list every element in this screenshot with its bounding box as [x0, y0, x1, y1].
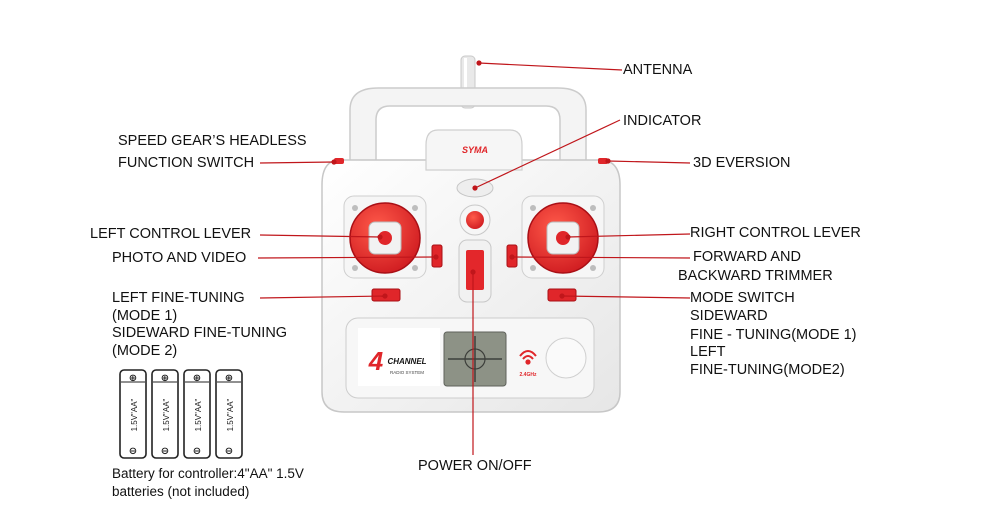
label-mode-switch-2: SIDEWARD [690, 308, 768, 324]
label-left-fine-tuning-2: (MODE 1) [112, 308, 178, 324]
label-speed-gear-2: FUNCTION SWITCH [118, 155, 255, 171]
svg-text:⊖: ⊖ [193, 446, 201, 457]
battery-group: ⊕ ⊖ 1.5V"AA" ⊕ ⊖ 1.5V"AA" ⊕ ⊖ 1.5V"AA" ⊕… [119, 369, 243, 459]
label-speed-gear-1: SPEED GEAR’S HEADLESS [118, 133, 307, 149]
label-left-fine-tuning-1: LEFT FINE-TUNING [112, 290, 245, 306]
battery-2-label: 1.5V"AA" [162, 398, 171, 431]
svg-text:⊖: ⊖ [161, 446, 169, 457]
label-power: POWER ON/OFF [418, 458, 532, 474]
svg-text:⊕: ⊕ [161, 373, 169, 384]
leader-lines [257, 60, 691, 455]
label-indicator: INDICATOR [623, 113, 702, 129]
label-antenna: ANTENNA [623, 62, 693, 78]
label-left-fine-tuning-4: (MODE 2) [112, 343, 178, 359]
battery-note-line2: batteries (not included) [112, 484, 250, 499]
battery-note: Battery for controller:4"AA" 1.5V batter… [112, 465, 304, 501]
svg-text:⊕: ⊕ [193, 373, 201, 384]
brand-logo: SYMA [462, 145, 488, 155]
label-right-control-lever: RIGHT CONTROL LEVER [690, 225, 861, 241]
eversion-3d-button[interactable] [598, 158, 608, 164]
label-photo-video: PHOTO AND VIDEO [112, 250, 247, 266]
svg-text:⊕: ⊕ [225, 373, 233, 384]
radio-system-text: RADIO SYSTEM [390, 370, 424, 375]
label-mode-switch-5: FINE-TUNING(MODE2) [690, 362, 845, 378]
label-mode-switch-1: MODE SWITCH [690, 290, 795, 306]
svg-text:⊖: ⊖ [129, 446, 137, 457]
frequency-text: 2.4GHz [520, 372, 537, 378]
label-mode-switch-4: LEFT [690, 344, 726, 360]
speed-button[interactable] [459, 204, 491, 236]
battery-note-line1: Battery for controller:4"AA" 1.5V [112, 466, 304, 481]
channel-number: 4 [368, 346, 384, 376]
channel-word: CHANNEL [387, 357, 426, 366]
battery-1-label: 1.5V"AA" [130, 398, 139, 431]
wifi-icon [519, 350, 537, 365]
label-left-fine-tuning-3: SIDEWARD FINE-TUNING [112, 325, 288, 341]
lcd-panel: 4 CHANNEL RADIO SYSTEM 2.4GHz [345, 317, 595, 399]
svg-text:⊖: ⊖ [225, 446, 233, 457]
svg-text:⊕: ⊕ [129, 373, 137, 384]
battery-3: ⊕ ⊖ 1.5V"AA" [183, 369, 211, 459]
battery-4-label: 1.5V"AA" [226, 398, 235, 431]
label-left-control-lever: LEFT CONTROL LEVER [90, 226, 252, 242]
label-forward-backward-2: BACKWARD TRIMMER [678, 268, 833, 284]
label-forward-backward-1: FORWARD AND [693, 249, 801, 265]
label-mode-switch-3: FINE - TUNING(MODE 1) [690, 327, 857, 343]
battery-2: ⊕ ⊖ 1.5V"AA" [151, 369, 179, 459]
battery-4: ⊕ ⊖ 1.5V"AA" [215, 369, 243, 459]
label-3d-eversion: 3D EVERSION [693, 155, 791, 171]
battery-1: ⊕ ⊖ 1.5V"AA" [119, 369, 147, 459]
battery-3-label: 1.5V"AA" [194, 398, 203, 431]
speaker-grille [545, 337, 587, 379]
